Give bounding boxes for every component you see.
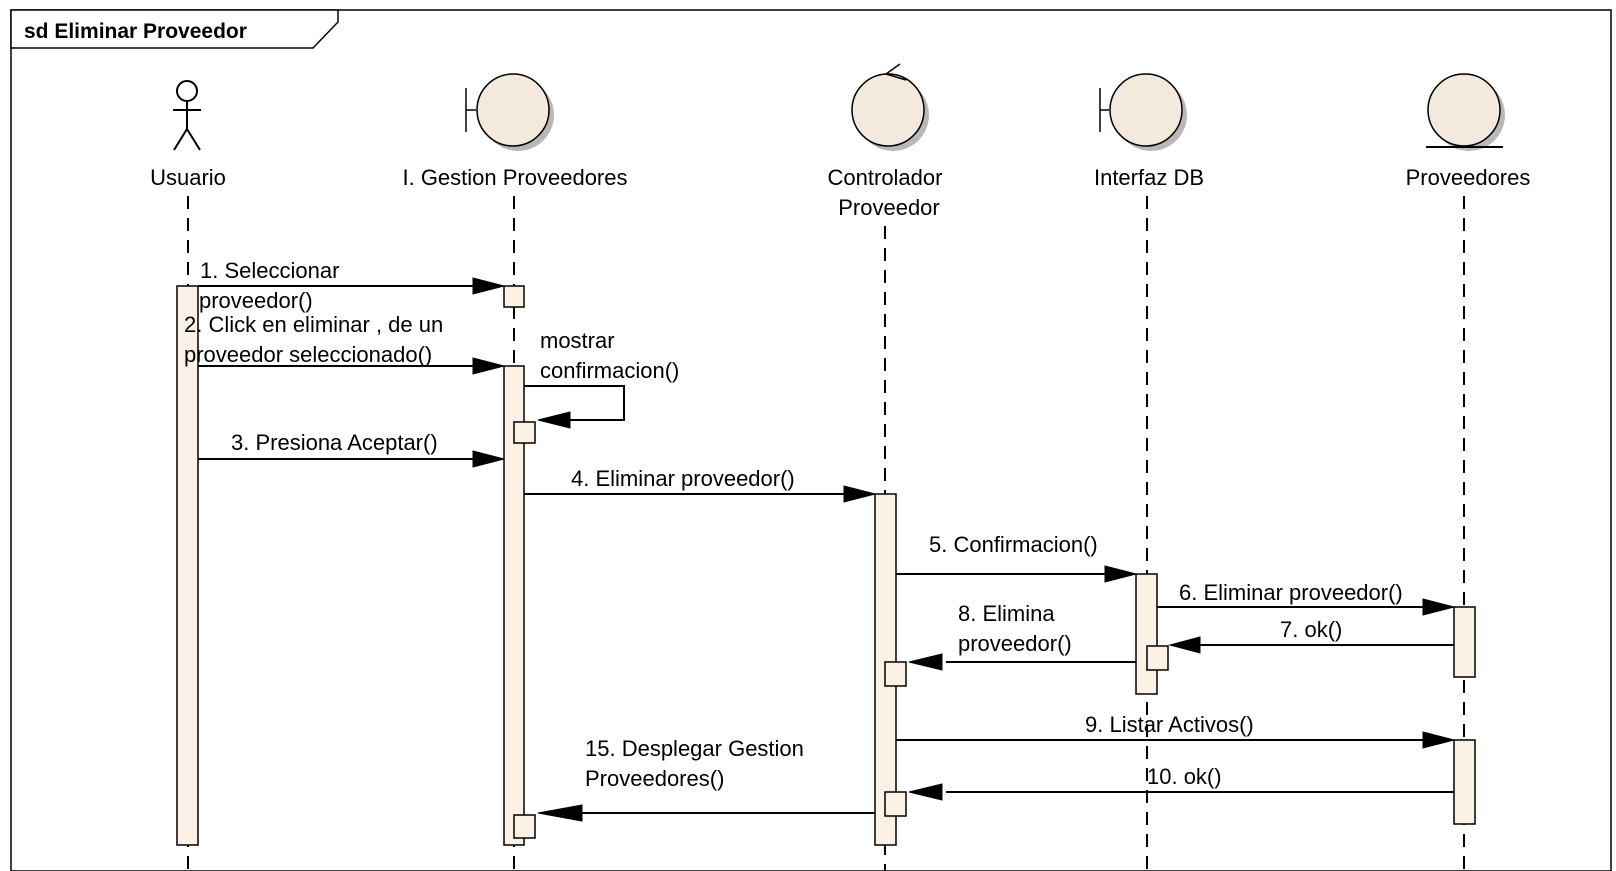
frame-title-tab [10, 9, 339, 49]
activation-interfaz-return [1146, 645, 1169, 671]
message-5-label: 5. Confirmacion() [929, 532, 1098, 557]
message-6-label: 6. Eliminar proveedor() [1179, 580, 1403, 605]
message-15-label-line2: Proveedores() [585, 766, 724, 791]
message-self-arrowhead [537, 411, 571, 429]
message-7-label: 7. ok() [1280, 617, 1342, 642]
message-8-arrowhead [908, 653, 943, 671]
message-15-label-line1: 15. Desplegar Gestion [585, 736, 804, 761]
message-7-arrowhead [1168, 636, 1201, 654]
activation-gestion-return [513, 814, 536, 839]
message-8-label-line2: proveedor() [958, 631, 1072, 656]
activation-gestion-2 [503, 365, 525, 846]
message-9-arrowhead [1422, 731, 1455, 749]
frame-title: sd Eliminar Proveedor [24, 20, 247, 43]
lifeline-usuario-head [173, 80, 201, 151]
message-3-label: 3. Presiona Aceptar() [231, 430, 438, 455]
lifeline-interfaz-head [1099, 73, 1187, 151]
boundary-icon [465, 73, 554, 151]
lifeline-controlador-head [851, 63, 929, 151]
message-6-arrowhead [1422, 598, 1455, 616]
message-9-label: 9. Listar Activos() [1085, 712, 1254, 737]
lifeline-gestion-label: I. Gestion Proveedores [402, 165, 627, 190]
activation-gestion-1 [503, 285, 525, 308]
message-3-arrowhead [472, 450, 505, 468]
message-4-arrowhead [843, 485, 876, 503]
message-1-label-line1: 1. Seleccionar [200, 258, 339, 283]
lifeline-interfaz-label: Interfaz DB [1094, 165, 1204, 190]
message-4-label: 4. Eliminar proveedor() [571, 466, 795, 491]
activation-interfaz [1135, 573, 1158, 695]
diagram-frame: sd Eliminar Proveedor [10, 9, 1612, 871]
lifeline-proveedores-head [1426, 73, 1505, 151]
lifeline-gestion-head [465, 73, 554, 151]
message-10-label: 10. ok() [1147, 764, 1222, 789]
message-2-label-line1: 2. Click en eliminar , de un [184, 312, 443, 337]
lifeline-controlador-label-line2: Proveedor [838, 195, 940, 220]
message-self-label-line2: confirmacion() [540, 358, 679, 383]
lifeline-usuario-label: Usuario [150, 165, 226, 190]
message-10-arrowhead [908, 783, 943, 801]
message-15-arrowhead [537, 804, 583, 822]
entity-icon [1426, 73, 1505, 151]
activation-controlador-return-2 [884, 791, 907, 817]
message-self-line [524, 385, 625, 421]
activation-proveedores-2 [1453, 739, 1476, 825]
actor-icon [173, 80, 201, 151]
message-self-label-line1: mostrar [540, 328, 615, 353]
activation-controlador-return-1 [884, 661, 907, 687]
lifeline-proveedores-label: Proveedores [1406, 165, 1531, 190]
control-icon [851, 63, 929, 151]
activation-proveedores-1 [1453, 606, 1476, 678]
message-2-label-line2: proveedor seleccionado() [184, 342, 432, 367]
lifeline-controlador-label-line1: Controlador [828, 165, 943, 190]
activation-usuario [176, 285, 199, 846]
boundary-icon [1099, 73, 1187, 151]
message-8-label-line1: 8. Elimina [958, 601, 1055, 626]
activation-gestion-self [513, 421, 536, 444]
message-1-label-line2: proveedor() [199, 288, 313, 313]
message-2-arrowhead [472, 357, 505, 375]
message-1-arrowhead [472, 277, 505, 295]
message-5-arrowhead [1104, 565, 1137, 583]
